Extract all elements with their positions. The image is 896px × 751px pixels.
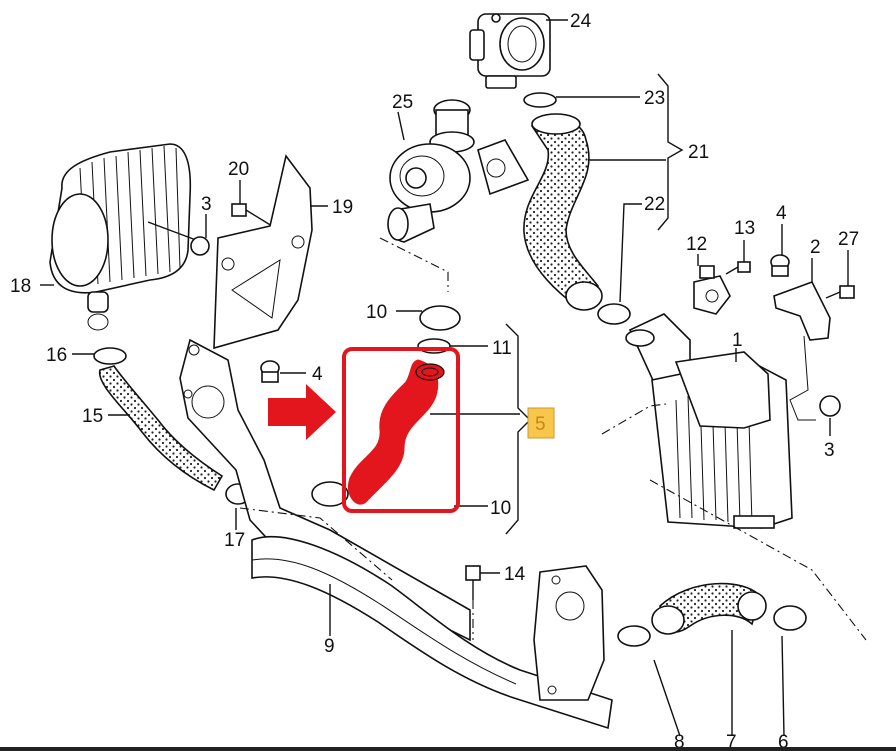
- hose-clamp-part: [597, 303, 631, 325]
- callout-1: 1: [732, 330, 743, 351]
- nut-part-4a: [770, 254, 790, 277]
- intercooler-part: [625, 313, 793, 529]
- callout-6: 6: [778, 732, 789, 751]
- callout-21: 21: [688, 142, 709, 163]
- dash-frame: [239, 507, 393, 581]
- leader-8: [653, 659, 681, 737]
- callout-10-upper: 10: [366, 302, 387, 323]
- hose-clamp-part-6: [773, 605, 807, 631]
- bottom-border: [0, 747, 896, 751]
- bolt-part-20: [231, 203, 273, 227]
- hose-clamp-part-8: [617, 625, 651, 647]
- bolt-part-27: [825, 285, 855, 299]
- hose-clamp-part-16: [93, 347, 127, 365]
- callout-9: 9: [324, 636, 335, 657]
- hose-clamp-part-10a: [419, 305, 461, 331]
- red-arrow-icon: [268, 384, 336, 440]
- red-hose: [348, 359, 439, 505]
- throttle-body-part: [469, 13, 551, 89]
- highlight-box: [342, 347, 460, 513]
- bolt-part-13: [725, 261, 751, 275]
- callout-7: 7: [726, 732, 737, 751]
- grommet-part: [190, 236, 210, 256]
- bracket-21: [657, 73, 684, 231]
- callout-3-upper: 3: [201, 194, 212, 215]
- callout-14: 14: [504, 564, 526, 585]
- callout-8: 8: [674, 732, 685, 751]
- leader-3a: [147, 221, 197, 241]
- callout-3-lower: 3: [824, 440, 835, 461]
- grommet-part-3b: [819, 395, 841, 417]
- leader-6: [781, 635, 785, 737]
- callout-5-badge: [527, 407, 555, 439]
- dash-turbo: [379, 237, 449, 292]
- callout-4-lower: 4: [312, 364, 323, 385]
- callout-17: 17: [224, 530, 245, 551]
- turbocharger-part: [387, 99, 530, 243]
- leader-25: [397, 111, 405, 141]
- hose-clamp-part-10b: [311, 481, 349, 507]
- gasket-part-23: [523, 92, 557, 108]
- callout-5: 5: [535, 414, 546, 435]
- callout-22: 22: [644, 194, 665, 215]
- dash-ic-2: [649, 479, 867, 641]
- leader-22: [619, 203, 642, 303]
- tube-part-9: [251, 536, 613, 730]
- small-hose-part-15: [98, 365, 224, 492]
- callout-4-upper: 4: [776, 203, 787, 224]
- callout-25: 25: [392, 92, 413, 113]
- plate-bracket-part: [533, 565, 605, 701]
- callout-18: 18: [10, 276, 31, 297]
- callout-15: 15: [82, 406, 103, 427]
- nut-part-4b: [260, 360, 280, 383]
- callout-20: 20: [228, 159, 249, 180]
- callout-24: 24: [570, 11, 592, 32]
- callout-19: 19: [332, 197, 353, 218]
- bracket-part-2: [773, 281, 831, 341]
- frame-bracket-part: [179, 338, 471, 642]
- highlighted-hose-part-5: [348, 359, 520, 505]
- bolt-part-14: [465, 565, 481, 600]
- upper-hose-part-21: [523, 117, 600, 308]
- callout-2: 2: [810, 237, 821, 258]
- dash-bracket: [789, 335, 816, 421]
- sensor-part-12: [693, 265, 731, 315]
- callout-23: 23: [644, 88, 665, 109]
- callout-13: 13: [734, 218, 755, 239]
- callout-27: 27: [838, 229, 859, 250]
- callout-10-lower: 10: [490, 498, 511, 519]
- resonator-part: [49, 143, 192, 331]
- callout-16: 16: [46, 345, 67, 366]
- callout-12: 12: [686, 234, 707, 255]
- bracket-part-19: [213, 154, 313, 350]
- callout-11: 11: [492, 338, 512, 359]
